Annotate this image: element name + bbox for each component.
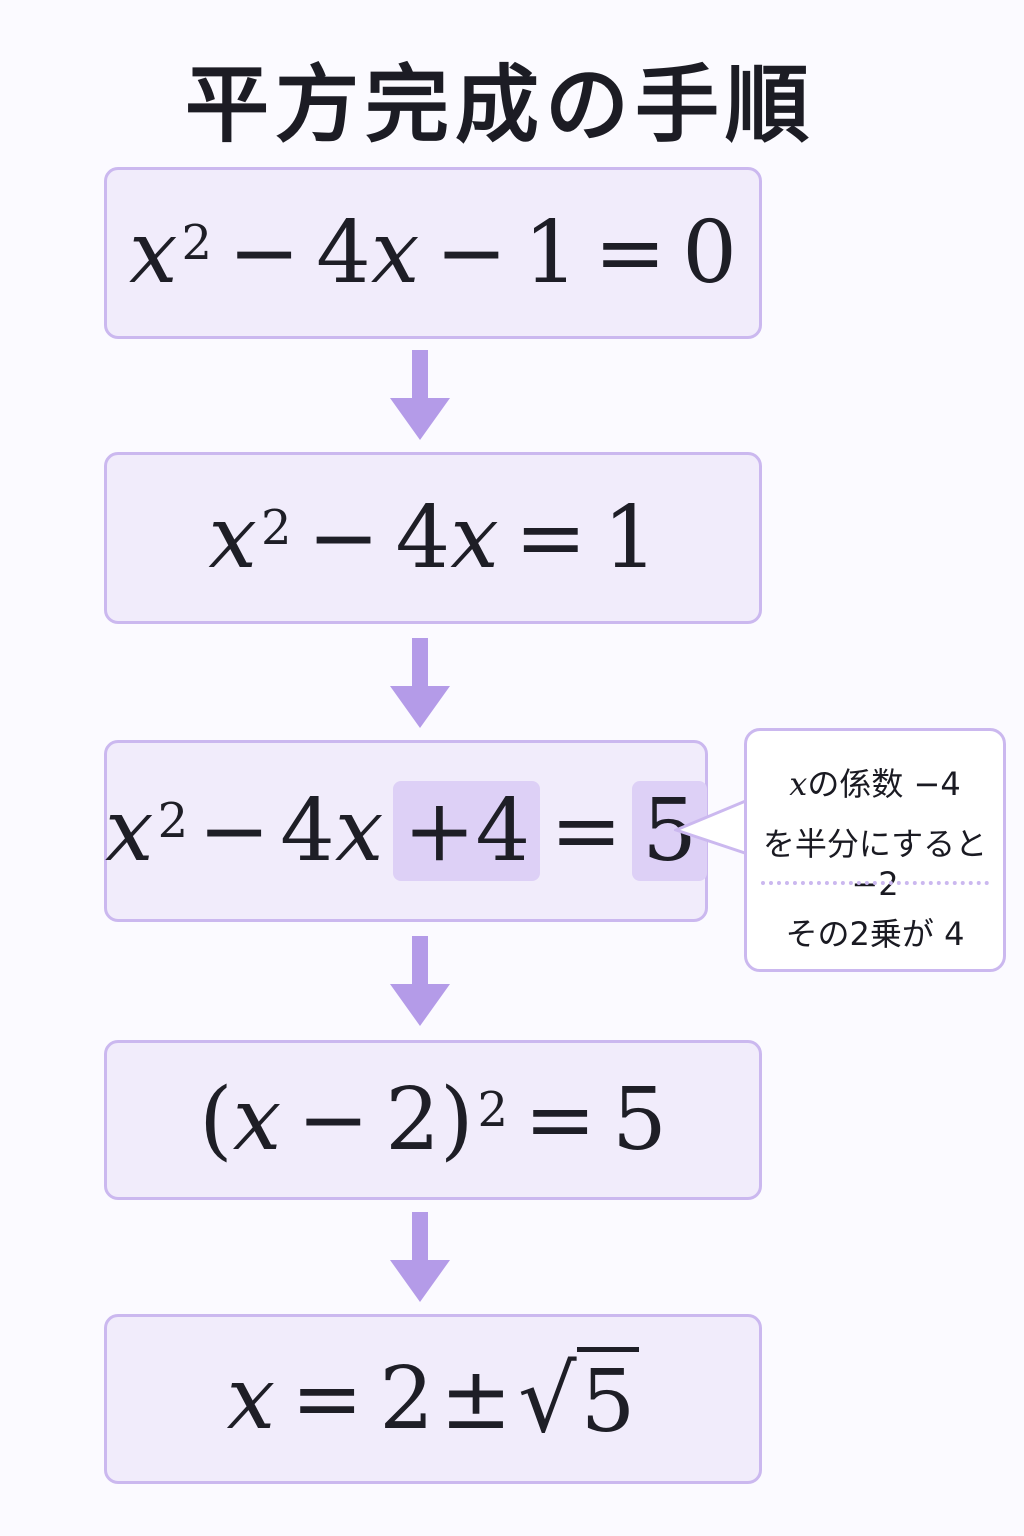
step-5-box: x = 2 ± √5 [104, 1314, 762, 1484]
step-3-coef: 4 [280, 781, 335, 881]
step-4-exponent: 2 [477, 1082, 509, 1138]
callout-divider [761, 881, 989, 885]
step-3-exponent: 2 [157, 793, 189, 849]
step-1-minus2: − [435, 203, 508, 303]
step-4-minus: − [297, 1070, 370, 1170]
step-5-sqrt: √5 [518, 1345, 640, 1453]
step-4-equals: = [524, 1070, 597, 1170]
sqrt-symbol: √ [518, 1345, 577, 1453]
arrow-down-icon [390, 350, 450, 440]
arrow-down-icon [390, 1212, 450, 1302]
callout-var-x: x [789, 765, 808, 803]
step-3-equals: = [550, 781, 623, 881]
step-5-equals: = [291, 1349, 364, 1449]
page-title: 平方完成の手順 [184, 56, 815, 154]
callout-line-1: xの係数 −4 [747, 759, 1003, 805]
step-5-const: 2 [379, 1349, 434, 1449]
step-3-minus: − [198, 781, 271, 881]
step-1-equals: = [594, 203, 667, 303]
arrow-down-icon [390, 936, 450, 1026]
step-2-var-x2: x [450, 488, 499, 588]
step-4-var-x: x [232, 1070, 282, 1170]
step-1-rhs: 0 [682, 203, 737, 303]
step-4-rhs: 5 [612, 1070, 667, 1170]
hint-callout: xの係数 −4 を半分にすると−2 その2乗が 4 [744, 728, 1006, 972]
step-2-coef: 4 [395, 488, 451, 588]
step-3-var-x2: x [334, 781, 384, 881]
step-1-var-x: x [129, 203, 178, 303]
step-5-var-x: x [226, 1349, 276, 1449]
step-4-open-paren: ( [199, 1070, 233, 1170]
step-4-close-paren: ) [439, 1070, 474, 1170]
step-1-minus: − [228, 203, 301, 303]
step-3-var-x: x [105, 781, 154, 881]
step-1-var-x2: x [370, 203, 420, 303]
arrow-down-icon [390, 638, 450, 728]
step-2-equals: = [514, 488, 587, 588]
callout-line-1-text: の係数 −4 [807, 765, 961, 803]
step-4-const: 2 [385, 1070, 440, 1170]
step-2-var-x: x [208, 488, 257, 588]
step-2-minus: − [307, 488, 380, 588]
step-1-const: 1 [523, 203, 579, 303]
callout-line-3: その2乗が 4 [785, 915, 965, 953]
step-2-rhs: 1 [602, 488, 658, 588]
step-1-exponent: 2 [181, 215, 213, 271]
step-2-exponent: 2 [260, 500, 292, 556]
step-4-box: (x − 2)2 = 5 [104, 1040, 762, 1200]
step-5-radicand: 5 [576, 1346, 640, 1452]
callout-line-2: を半分にすると−2 [762, 825, 988, 903]
step-5-plus-minus: ± [439, 1349, 512, 1449]
step-3-added-term-highlight: +4 [393, 781, 541, 881]
step-1-coef: 4 [316, 203, 371, 303]
callout-pointer [674, 798, 750, 858]
